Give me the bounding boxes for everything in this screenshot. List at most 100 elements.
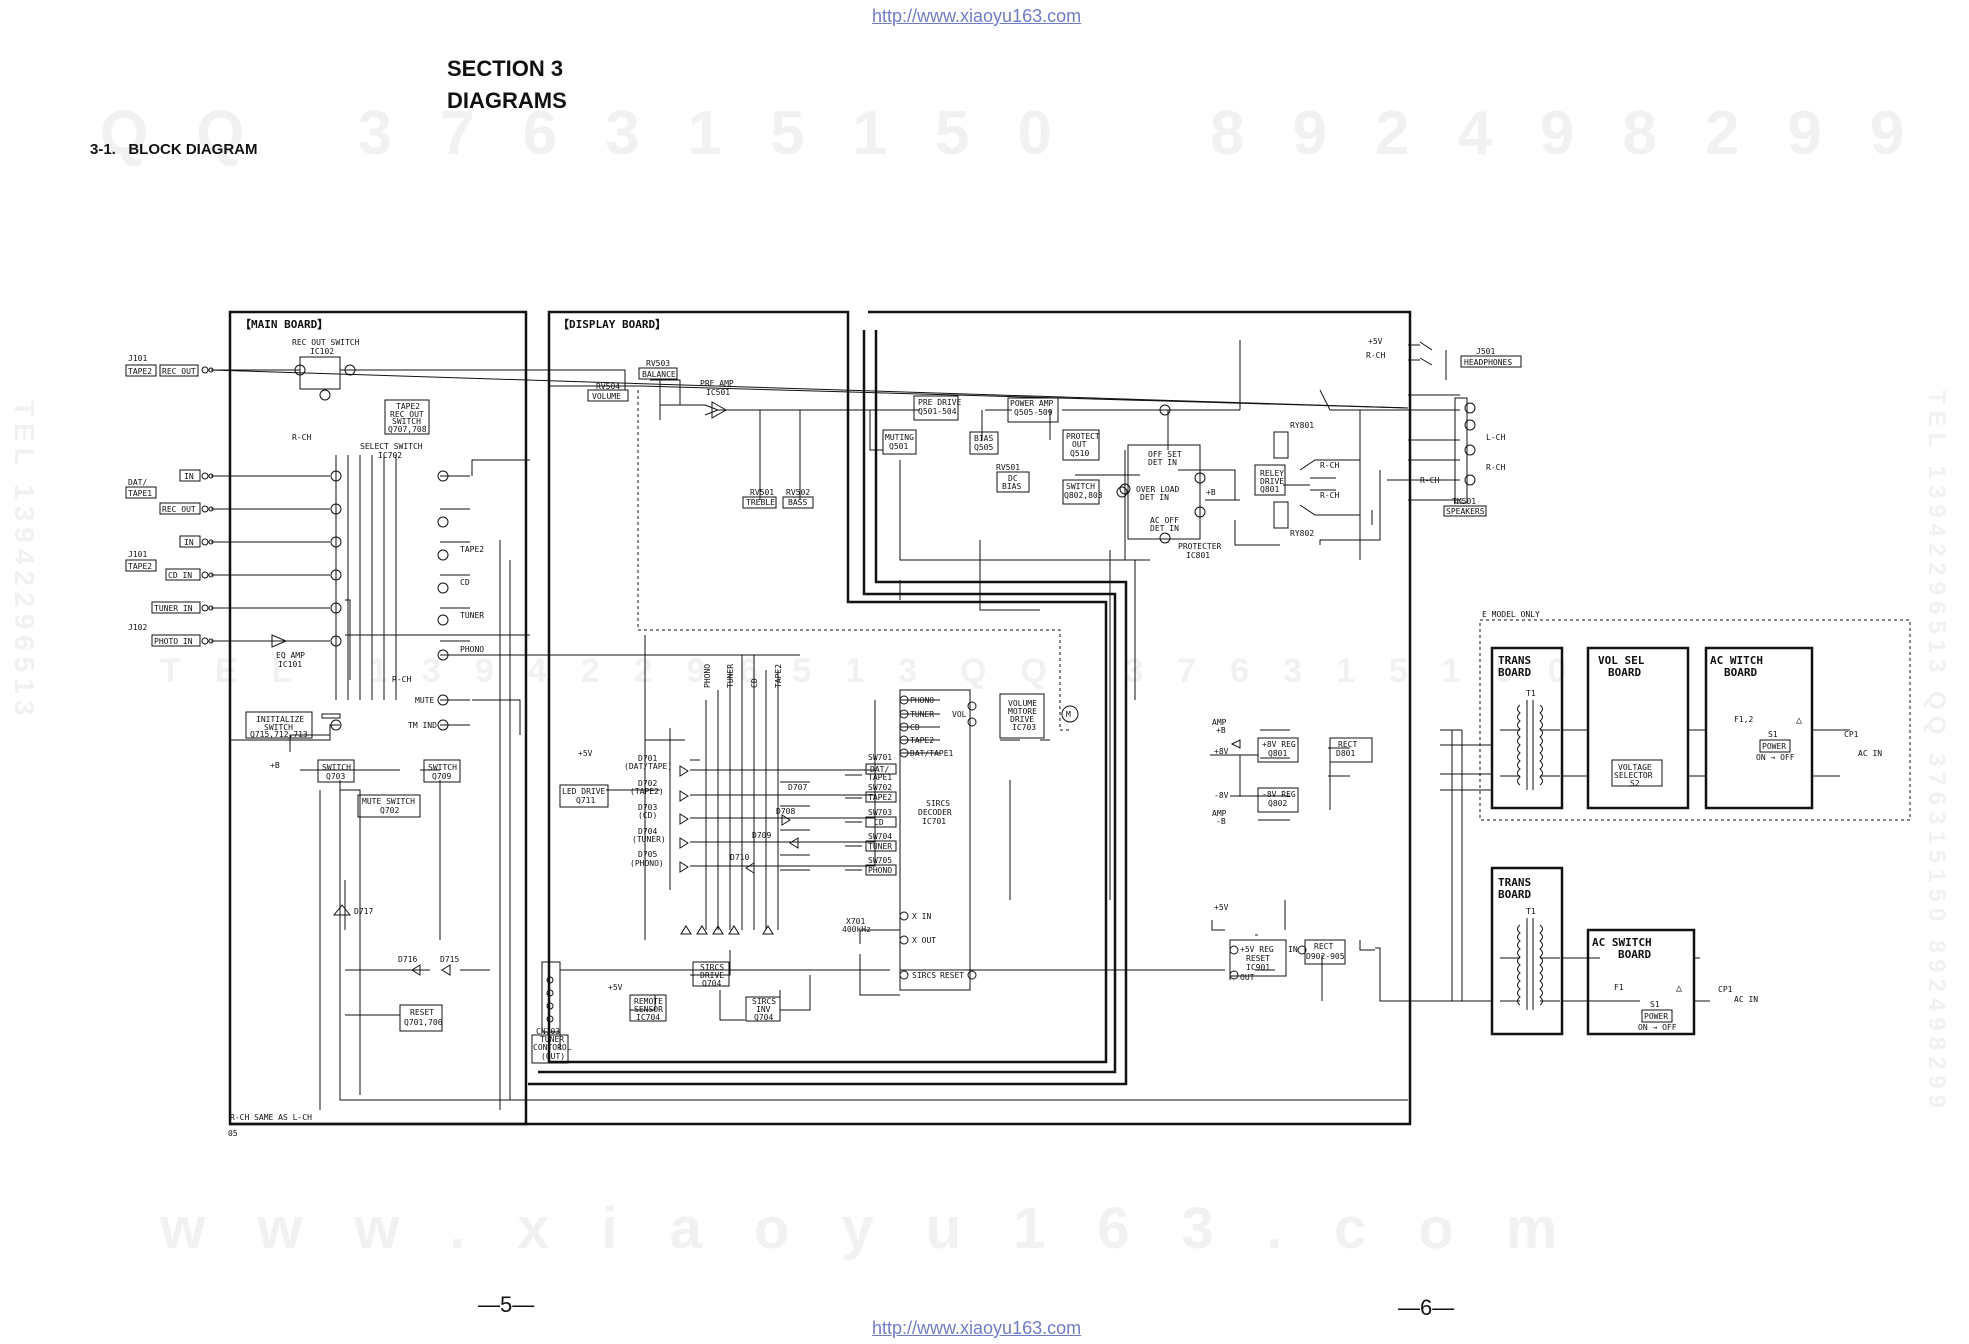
svg-text:△: △	[1796, 715, 1802, 726]
svg-text:AC IN: AC IN	[1734, 995, 1758, 1004]
svg-text:BOARD: BOARD	[1498, 666, 1531, 679]
svg-text:TUNER: TUNER	[460, 611, 484, 620]
svg-text:D705: D705	[638, 850, 657, 859]
svg-text:SIRCS: SIRCS	[926, 799, 950, 808]
svg-text:+8V: +8V	[1214, 747, 1229, 756]
svg-text:SWITCH: SWITCH	[264, 723, 293, 732]
svg-text:BOARD: BOARD	[1618, 948, 1651, 961]
amp-board-outline	[230, 310, 1412, 1126]
svg-text:CD IN: CD IN	[168, 571, 192, 580]
svg-text:+5V: +5V	[1214, 903, 1229, 912]
svg-text:J101: J101	[128, 550, 147, 559]
svg-text:+5V REG: +5V REG	[1240, 945, 1274, 954]
svg-text:D704: D704	[638, 827, 657, 836]
svg-text:J101: J101	[128, 354, 147, 363]
svg-text:PHONO: PHONO	[703, 664, 712, 688]
svg-text:S1: S1	[1650, 1000, 1660, 1009]
svg-text:TUNER: TUNER	[726, 664, 735, 688]
svg-text:Q510: Q510	[1070, 449, 1089, 458]
svg-text:SIRCS: SIRCS	[752, 997, 776, 1006]
svg-text:TAPE1: TAPE1	[868, 773, 892, 782]
svg-text:D716: D716	[398, 955, 417, 964]
svg-text:BOARD: BOARD	[1498, 888, 1531, 901]
svg-text:DC: DC	[1008, 474, 1018, 483]
svg-text:RECT: RECT	[1314, 942, 1333, 951]
svg-text:DAT/TAPE1: DAT/TAPE1	[910, 749, 954, 758]
svg-text:TUNER: TUNER	[868, 842, 892, 851]
svg-text:R-CH: R-CH	[1320, 491, 1339, 500]
svg-text:SW702: SW702	[868, 783, 892, 792]
svg-text:RELEY: RELEY	[1260, 469, 1284, 478]
acwitch-board	[1704, 646, 1814, 810]
svg-text:ON → OFF: ON → OFF	[1756, 753, 1795, 762]
url-bottom[interactable]: http://www.xiaoyu163.com	[872, 1318, 1082, 1338]
svg-text:TUNER: TUNER	[910, 710, 934, 719]
svg-text:RV502: RV502	[786, 488, 810, 497]
svg-text:INV: INV	[756, 1005, 771, 1014]
section-title: SECTION 3	[447, 56, 564, 81]
svg-text:D701: D701	[638, 754, 657, 763]
svg-text:BOARD: BOARD	[1724, 666, 1757, 679]
svg-text:DAT/: DAT/	[128, 478, 147, 487]
svg-text:RECT: RECT	[1338, 740, 1357, 749]
svg-text:RY801: RY801	[1290, 421, 1314, 430]
page-number-right: —6—	[1398, 1295, 1455, 1320]
svg-text:SIRCS: SIRCS	[700, 963, 724, 972]
svg-text:TAPE2: TAPE2	[910, 736, 934, 745]
svg-text:IC501: IC501	[706, 388, 730, 397]
svg-text:L-CH: L-CH	[1486, 433, 1505, 442]
svg-text:TREBLE: TREBLE	[746, 498, 775, 507]
svg-text:MUTING: MUTING	[885, 433, 914, 442]
svg-text:DET IN: DET IN	[1150, 524, 1179, 533]
svg-text:SELECTOR: SELECTOR	[1614, 771, 1653, 780]
svg-text:POWER AMP: POWER AMP	[1010, 399, 1054, 408]
svg-text:IC703: IC703	[1012, 723, 1036, 732]
svg-text:AMP: AMP	[1212, 718, 1227, 727]
svg-text:AC SWITCH: AC SWITCH	[1592, 936, 1652, 949]
svg-text:TAPE2: TAPE2	[774, 664, 783, 688]
svg-text:AC WITCH: AC WITCH	[1710, 654, 1763, 667]
svg-text:CONTOROL: CONTOROL	[533, 1043, 572, 1052]
svg-text:(TUNER): (TUNER)	[632, 835, 666, 844]
svg-text:REC OUT: REC OUT	[162, 505, 196, 514]
svg-text:EQ AMP: EQ AMP	[276, 651, 305, 660]
svg-text:OFF SET: OFF SET	[1148, 450, 1182, 459]
main-board-label: 【MAIN BOARD】	[240, 318, 328, 331]
svg-text:TRANS: TRANS	[1498, 654, 1531, 667]
url-top[interactable]: http://www.xiaoyu163.com	[872, 6, 1082, 26]
svg-text:TAPE2: TAPE2	[128, 367, 152, 376]
svg-text:RESET: RESET	[940, 971, 964, 980]
svg-text:R-CH: R-CH	[392, 675, 411, 684]
svg-text:J102: J102	[128, 623, 147, 632]
svg-text:S2: S2	[1630, 779, 1640, 788]
svg-text:IC801: IC801	[1186, 551, 1210, 560]
svg-text:R-CH: R-CH	[1420, 476, 1439, 485]
svg-text:R-CH: R-CH	[1366, 351, 1385, 360]
svg-text:PRE DRIVE: PRE DRIVE	[918, 398, 962, 407]
svg-text:D702: D702	[638, 779, 657, 788]
svg-text:AC OFF: AC OFF	[1150, 516, 1179, 525]
svg-text:Q707,708: Q707,708	[388, 425, 427, 434]
watermark-mid: TEL 13942296513	[160, 652, 952, 690]
svg-text:REC OUT: REC OUT	[390, 410, 424, 419]
svg-text:SENSOR: SENSOR	[634, 1005, 663, 1014]
svg-text:CD: CD	[874, 818, 884, 827]
svg-text:(TAPE2): (TAPE2)	[630, 787, 664, 796]
svg-text:HEADPHONES: HEADPHONES	[1464, 358, 1512, 367]
svg-text:D801: D801	[1336, 749, 1355, 758]
svg-text:OUT: OUT	[1072, 440, 1087, 449]
svg-text:SW704: SW704	[868, 832, 892, 841]
svg-text:PHOTO IN: PHOTO IN	[154, 637, 193, 646]
svg-text:S1: S1	[1768, 730, 1778, 739]
svg-text:PROTECT: PROTECT	[1066, 432, 1100, 441]
e-model-outline	[1479, 619, 1911, 821]
svg-text:TAPE2: TAPE2	[396, 402, 420, 411]
svg-text:DECODER: DECODER	[918, 808, 952, 817]
trans-board-e	[1490, 646, 1564, 810]
svg-text:D707: D707	[788, 783, 807, 792]
svg-text:(DAT/TAPE): (DAT/TAPE)	[624, 762, 672, 771]
svg-text:(CD): (CD)	[638, 811, 657, 820]
svg-text:05: 05	[228, 1129, 238, 1138]
svg-text:+5V: +5V	[608, 983, 623, 992]
watermark-mid-2: QQ 376315150	[960, 652, 1601, 690]
